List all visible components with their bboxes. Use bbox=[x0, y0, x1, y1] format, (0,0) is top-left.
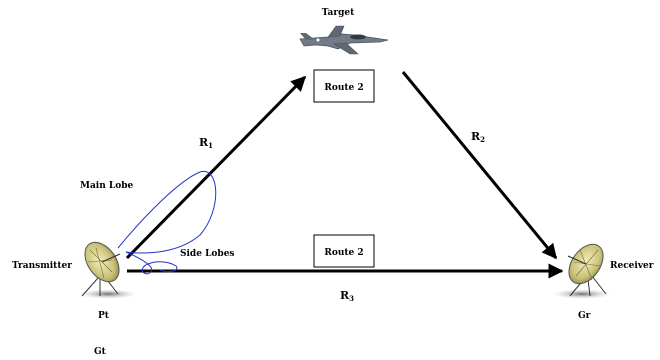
path-r2-arrow bbox=[401, 71, 558, 260]
side-lobes-label: Side Lobes bbox=[180, 249, 235, 259]
pt-label: Pt bbox=[98, 311, 110, 321]
fighter-jet-icon bbox=[299, 25, 389, 55]
transmitter-satellite-dish-icon bbox=[78, 241, 138, 299]
route-box-bottom bbox=[313, 234, 375, 268]
r3-label: R3 bbox=[340, 289, 354, 303]
path-r1-arrow bbox=[125, 75, 307, 260]
route-label-top: Route 2 bbox=[324, 83, 363, 93]
r3-main: R bbox=[340, 289, 350, 302]
gr-label: Gr bbox=[578, 311, 591, 321]
r1-main: R bbox=[199, 136, 209, 149]
r1-sub: 1 bbox=[208, 141, 213, 150]
side-lobes-pattern bbox=[125, 251, 178, 275]
receiver-label: Receiver bbox=[610, 261, 654, 271]
r1-label: R1 bbox=[199, 136, 213, 150]
route-label-bottom: Route 2 bbox=[324, 248, 363, 258]
r2-sub: 2 bbox=[480, 135, 485, 144]
transmitter-label: Transmitter bbox=[12, 261, 72, 271]
main-lobe-label: Main Lobe bbox=[80, 181, 134, 191]
route-box-top bbox=[313, 69, 375, 103]
receiver-satellite-dish-icon bbox=[552, 243, 612, 299]
target-label: Target bbox=[322, 8, 355, 18]
r2-label: R2 bbox=[471, 130, 485, 144]
r3-sub: 3 bbox=[349, 294, 354, 303]
r2-main: R bbox=[471, 130, 481, 143]
gt-label: Gt bbox=[94, 347, 107, 357]
main-lobe-pattern bbox=[117, 171, 217, 254]
